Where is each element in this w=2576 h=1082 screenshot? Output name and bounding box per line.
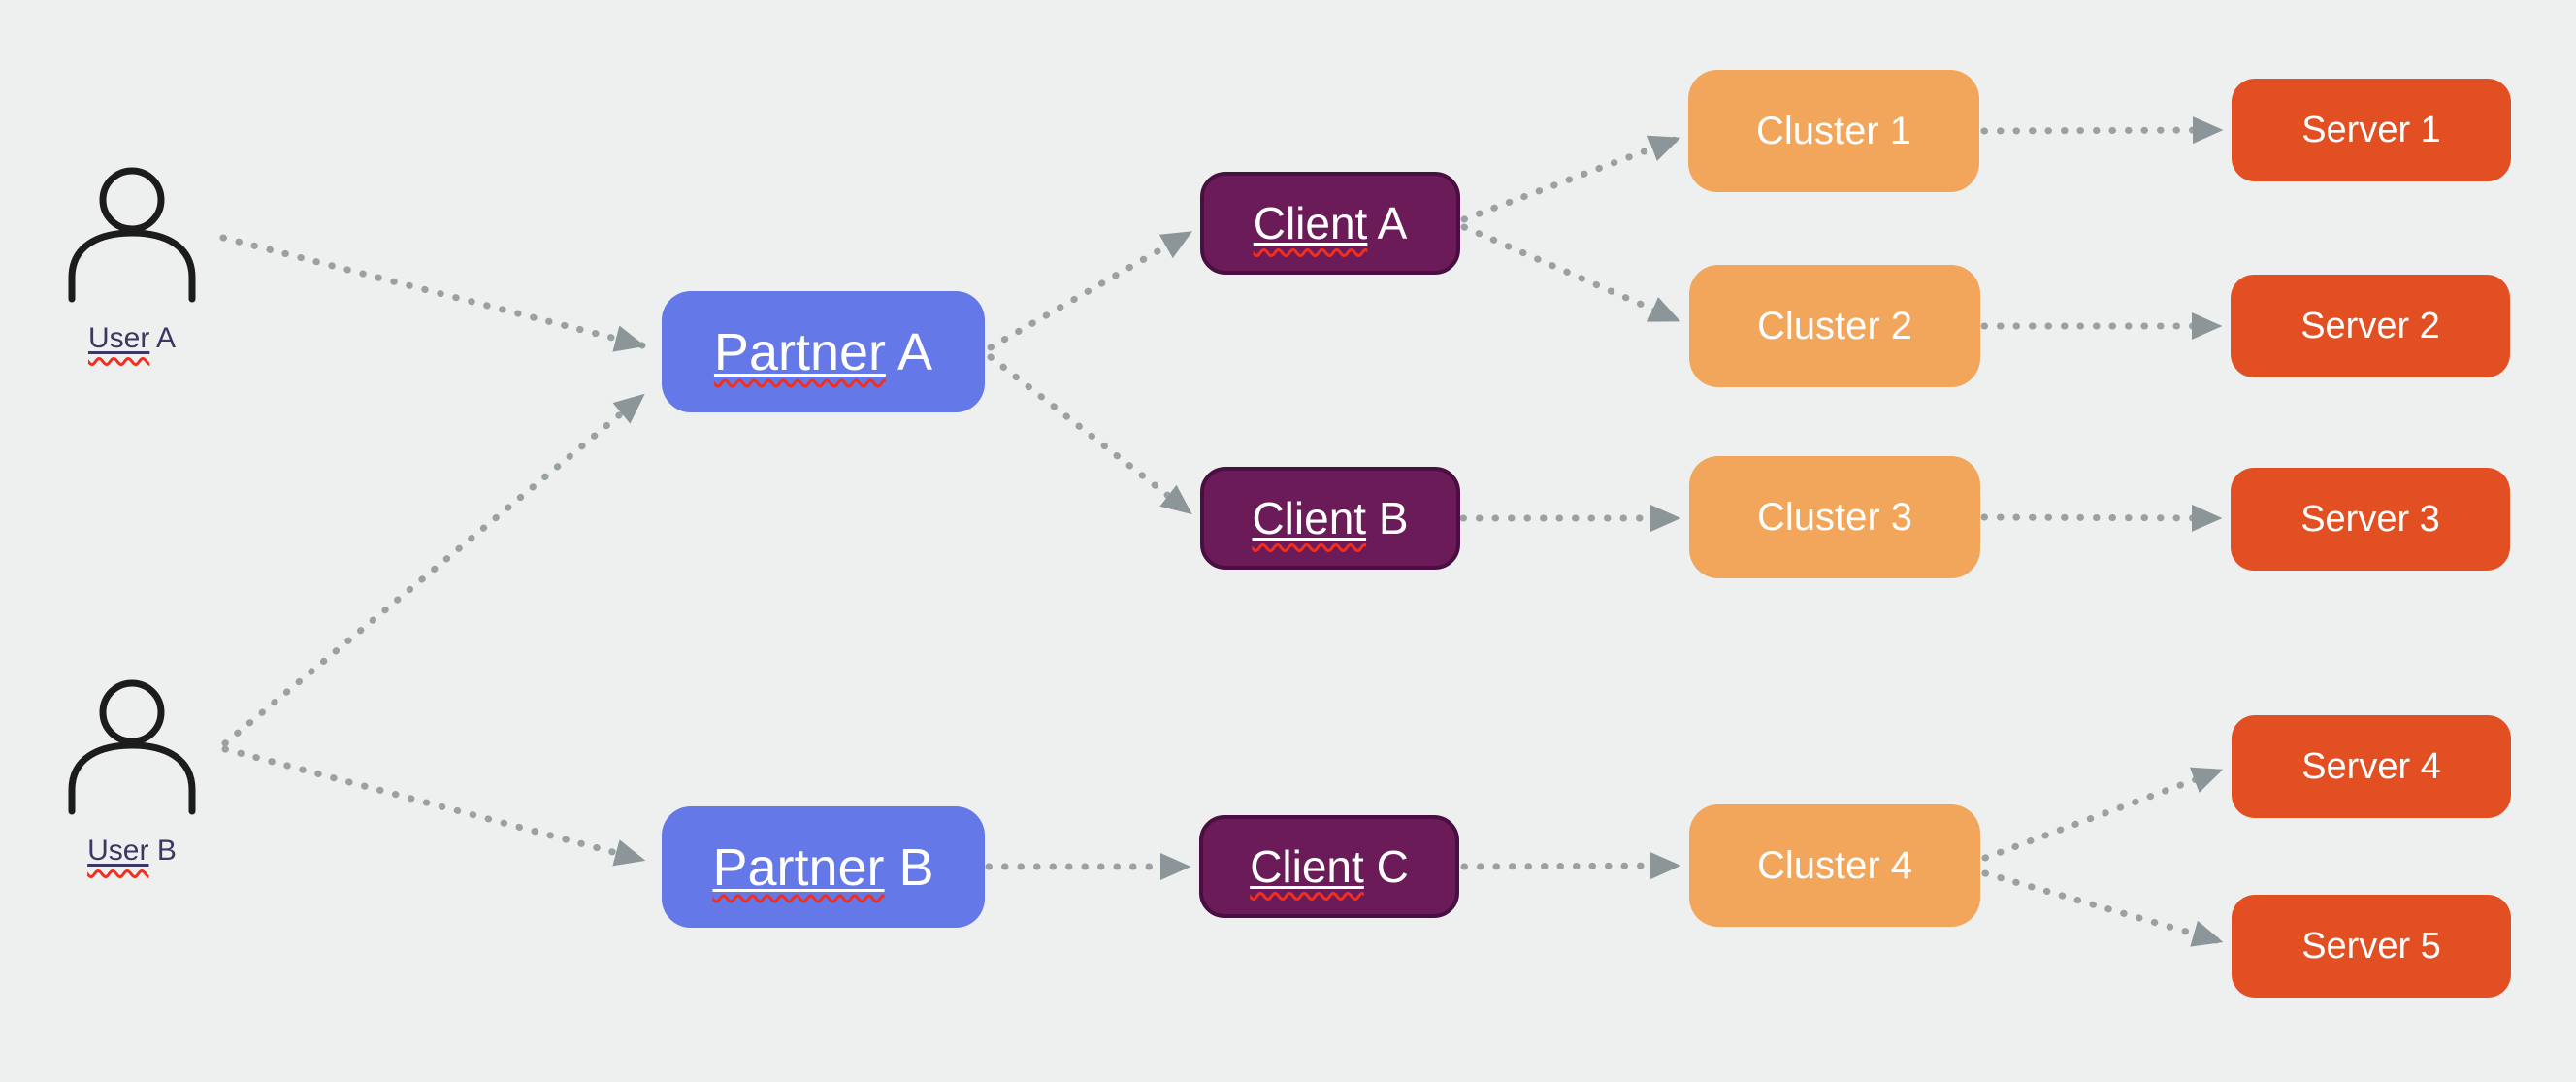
edge-cluster-4-to-server-5[interactable] [1981,869,2224,947]
server-2-label: Server 2 [2300,305,2440,346]
server-5-label: Server 5 [2301,925,2441,967]
client-c-node[interactable]: Client C [1199,815,1459,918]
user-a-label: User A [87,322,177,354]
edge-partner-a-to-client-a[interactable] [987,229,1193,351]
client-c-label: Client C [1250,841,1409,892]
edge-client-a-to-cluster-1[interactable] [1460,135,1681,223]
server-3-node[interactable]: Server 3 [2231,468,2510,571]
cluster-3-label: Cluster 3 [1756,495,1913,539]
server-4-label: Server 4 [2301,745,2441,787]
edge-cluster-4-to-server-4[interactable] [1981,767,2224,862]
edge-partner-a-to-client-b[interactable] [987,353,1193,516]
partner-a-label: Partner A [713,322,933,381]
edge-user-b-to-partner-a[interactable] [221,392,646,747]
server-1-node[interactable]: Server 1 [2232,79,2511,181]
server-3-label: Server 3 [2300,498,2440,540]
edge-client-a-to-cluster-2[interactable] [1460,223,1681,324]
edge-cluster-1-to-server-1[interactable] [1980,116,2224,145]
cluster-4-label: Cluster 4 [1756,843,1913,887]
cluster-2-node[interactable]: Cluster 2 [1689,265,1980,387]
edge-user-a-to-partner-a[interactable] [219,234,646,352]
server-4-node[interactable]: Server 4 [2232,715,2511,818]
edge-client-c-to-cluster-4[interactable] [1460,852,1681,880]
server-2-node[interactable]: Server 2 [2231,275,2510,377]
partner-b-label: Partner B [712,837,934,897]
user-a-figure[interactable]: User A [68,167,196,355]
partner-a-node[interactable]: Partner A [662,291,985,412]
partner-b-node[interactable]: Partner B [662,806,985,928]
cluster-4-node[interactable]: Cluster 4 [1689,804,1980,927]
server-5-node[interactable]: Server 5 [2232,895,2511,998]
person-icon [68,167,196,303]
person-icon [68,679,196,815]
cluster-1-label: Cluster 1 [1755,109,1912,152]
edge-user-b-to-partner-b[interactable] [221,745,646,867]
edge-cluster-3-to-server-3[interactable] [1980,504,2223,532]
server-1-label: Server 1 [2301,109,2441,150]
user-b-label: User B [87,835,177,867]
user-b-figure[interactable]: User B [68,679,196,868]
cluster-2-label: Cluster 2 [1756,304,1913,347]
client-b-label: Client B [1252,493,1409,543]
cluster-3-node[interactable]: Cluster 3 [1689,456,1980,578]
client-a-label: Client A [1253,198,1408,248]
cluster-1-node[interactable]: Cluster 1 [1688,70,1979,192]
client-a-node[interactable]: Client A [1200,172,1460,275]
client-b-node[interactable]: Client B [1200,467,1460,570]
